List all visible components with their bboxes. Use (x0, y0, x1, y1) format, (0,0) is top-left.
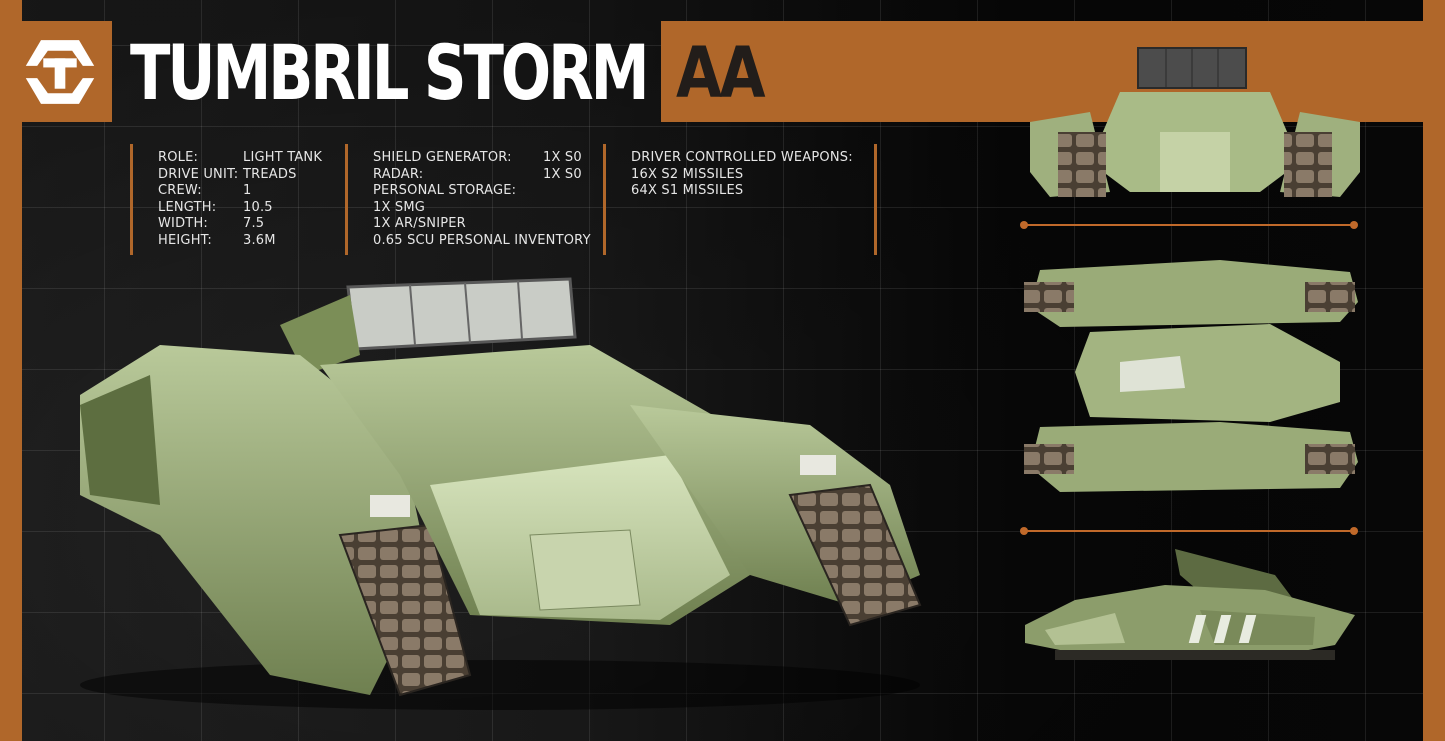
spec-divider (130, 144, 133, 255)
main-perspective-view (80, 277, 922, 710)
side-view (1025, 549, 1355, 660)
spec-row-height: HEIGHT:3.6M (158, 232, 276, 248)
frame-border-left (0, 0, 22, 741)
spec-divider (345, 144, 348, 255)
spec-row-radar: RADAR:1X S0 (373, 166, 582, 182)
spec-row-smg: 1X SMG (373, 199, 426, 215)
spec-row-storage: PERSONAL STORAGE: (373, 183, 517, 198)
brand-logo-box (0, 21, 112, 122)
spec-divider (874, 144, 877, 255)
weapon-s2-missiles: 16X S2 MISSILES (631, 166, 744, 182)
spec-divider (603, 144, 606, 255)
spec-row-width: WIDTH:7.5 (158, 216, 265, 231)
front-view (1030, 47, 1360, 197)
spec-row-crew: CREW:1 (158, 183, 252, 198)
spec-row-role: ROLE:LIGHT TANK (158, 150, 323, 165)
spec-weapons: DRIVER CONTROLLED WEAPONS: 16X S2 MISSIL… (631, 150, 853, 200)
spec-row-shield: SHIELD GENERATOR:1X S0 (373, 150, 582, 165)
spec-row-inventory: 0.65 SCU PERSONAL INVENTORY (373, 232, 591, 248)
spec-row-ar-sniper: 1X AR/SNIPER (373, 216, 466, 231)
top-view (1024, 260, 1358, 492)
tumbril-logo-icon (25, 39, 95, 104)
vehicle-title: TUMBRIL STORM (130, 28, 650, 117)
variant-label: AA (676, 32, 766, 114)
weapon-s1-missiles: 64X S1 MISSILES (631, 183, 744, 198)
top-view-length-indicator (1020, 527, 1358, 535)
spec-row-drive: DRIVE UNIT:TREADS (158, 166, 297, 182)
spec-row-length: LENGTH:10.5 (158, 199, 273, 215)
spec-general: ROLE:LIGHT TANK DRIVE UNIT:TREADS CREW:1… (158, 150, 322, 249)
variant-banner (661, 21, 1423, 122)
spec-systems: SHIELD GENERATOR:1X S0 RADAR:1X S0 PERSO… (373, 150, 591, 249)
frame-border-right (1423, 0, 1445, 741)
weapons-heading: DRIVER CONTROLLED WEAPONS: (631, 150, 853, 165)
front-view-width-indicator (1020, 221, 1358, 229)
